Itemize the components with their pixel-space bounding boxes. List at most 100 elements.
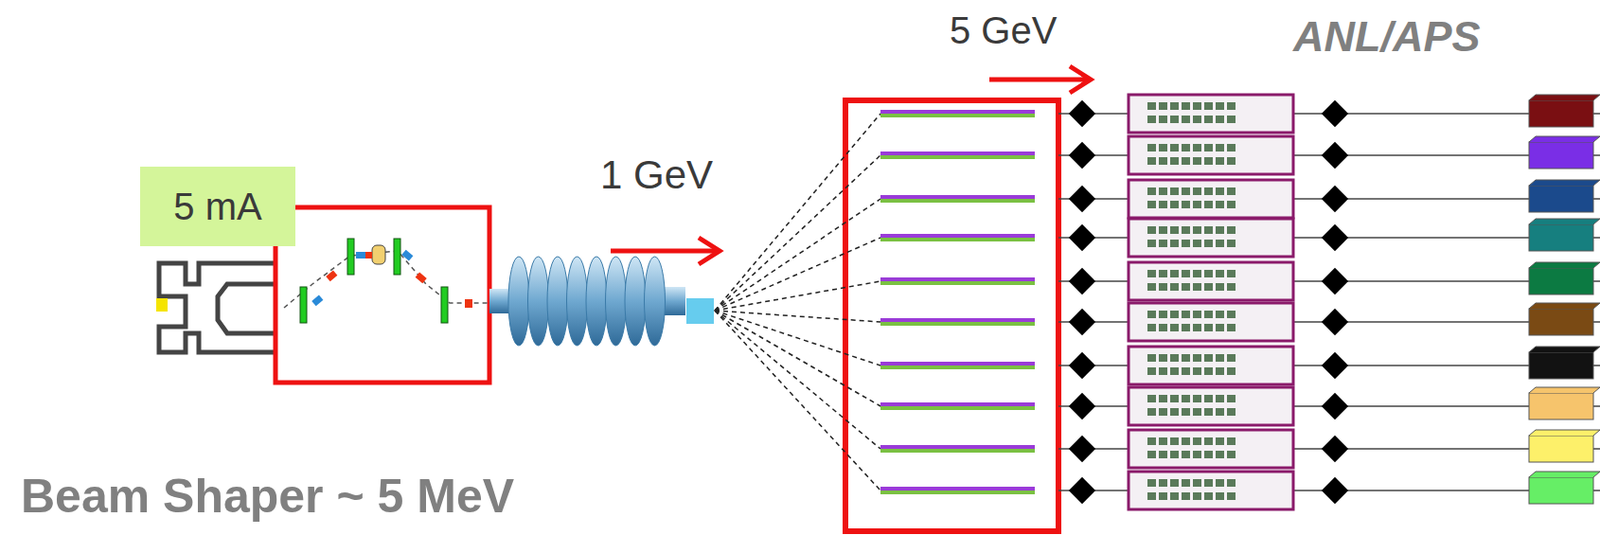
magnet-block — [1147, 157, 1156, 165]
endstation-top — [1528, 346, 1600, 353]
quad — [355, 251, 366, 259]
component-label: Beam Shaper ~ 5 MeV — [20, 472, 515, 520]
dump-magnet — [1321, 352, 1349, 379]
magnet-block — [1204, 394, 1213, 403]
magnet-block — [1147, 226, 1156, 234]
cavity-cell — [605, 256, 627, 346]
endstation-top — [1528, 136, 1600, 143]
magnet-block — [1181, 143, 1191, 152]
magnet-block — [1147, 492, 1156, 500]
magnet-block — [1147, 437, 1156, 445]
magnet-block — [1170, 239, 1179, 248]
magnet-block — [1215, 143, 1225, 152]
endstation-top — [1528, 262, 1600, 268]
magnet-block — [1158, 310, 1168, 319]
magnet-block — [1181, 115, 1191, 124]
magnet-block — [1226, 479, 1236, 487]
magnet-block — [1158, 239, 1168, 248]
magnet-block — [1226, 450, 1236, 459]
magnet-block — [1158, 115, 1168, 124]
facility-label: ANL/APS — [1293, 15, 1481, 58]
dump-magnet — [1321, 477, 1349, 504]
current-label: 5 mA — [173, 187, 262, 226]
magnet-block — [1192, 408, 1202, 416]
linac-line — [880, 444, 1035, 449]
quad — [325, 269, 338, 282]
quad — [311, 294, 323, 306]
linac-line — [880, 448, 1035, 453]
linac-line — [880, 486, 1035, 491]
magnet-block — [1181, 367, 1191, 375]
magnet-block — [1192, 323, 1202, 332]
dump-magnet — [1068, 392, 1096, 420]
endstation-top — [1528, 179, 1600, 186]
linac-line — [880, 109, 1035, 114]
linac-line — [880, 155, 1035, 160]
magnet-block — [1192, 143, 1202, 152]
dump-magnet — [1321, 392, 1349, 420]
magnet-block — [1204, 492, 1213, 500]
magnet-block — [1204, 310, 1213, 319]
electron-gun — [159, 263, 276, 353]
linac-line — [880, 365, 1035, 370]
magnet-block — [1158, 479, 1168, 487]
undulator — [1128, 179, 1294, 218]
magnet-block — [1204, 157, 1213, 165]
magnet-block — [1204, 283, 1213, 291]
magnet-block — [1147, 143, 1156, 152]
spreader-line — [714, 310, 881, 322]
magnet-block — [1215, 102, 1225, 110]
cavity-cell — [528, 256, 550, 346]
magnet-block — [1226, 102, 1236, 110]
magnet-block — [1158, 187, 1168, 196]
magnet-block — [1158, 226, 1168, 234]
magnet-block — [1181, 437, 1191, 445]
dump-magnet — [1068, 352, 1096, 379]
magnet-block — [1192, 115, 1202, 124]
linac-line — [880, 281, 1035, 285]
magnet-block — [1158, 354, 1168, 362]
magnet-block — [1192, 367, 1202, 375]
magnet-block — [1147, 394, 1156, 403]
magnet-block — [1215, 157, 1225, 165]
magnet-block — [1226, 394, 1236, 403]
magnet-block — [1147, 187, 1156, 196]
magnet-block — [1147, 115, 1156, 124]
undulator — [1128, 262, 1294, 301]
spreader-line — [714, 310, 881, 491]
magnet-block — [1147, 479, 1156, 487]
magnet-block — [1158, 408, 1168, 416]
magnet-block — [1226, 408, 1236, 416]
magnet-block — [1204, 323, 1213, 332]
magnet-block — [1226, 323, 1236, 332]
cavity-cell — [547, 256, 569, 346]
magnet-block — [1147, 200, 1156, 209]
magnet-block — [1204, 226, 1213, 234]
magnet-block — [1226, 143, 1236, 152]
endstation — [1528, 308, 1594, 336]
magnet-block — [1158, 102, 1168, 110]
magnet-block — [1181, 479, 1191, 487]
quad — [464, 299, 473, 308]
quad — [365, 251, 373, 259]
magnet-block — [1215, 283, 1225, 291]
energy-label: 1 GeV — [600, 155, 713, 196]
cathode — [156, 298, 168, 312]
magnet-block — [1215, 187, 1225, 196]
cavity-cell — [508, 256, 530, 346]
beam-shaper-box — [275, 207, 490, 383]
dump-magnet — [1068, 477, 1096, 504]
undulator — [1128, 387, 1294, 426]
magnet-block — [1192, 226, 1202, 234]
magnet-block — [1226, 492, 1236, 500]
magnet-block — [1192, 479, 1202, 487]
endstation — [1528, 477, 1594, 504]
linac-line — [880, 113, 1035, 118]
magnet-block — [1158, 437, 1168, 445]
cavity-cell — [586, 256, 607, 346]
magnet-block — [1158, 143, 1168, 152]
magnet-block — [1192, 354, 1202, 362]
magnet-block — [1215, 310, 1225, 319]
magnet-block — [1226, 269, 1236, 278]
magnet-block — [1158, 394, 1168, 403]
